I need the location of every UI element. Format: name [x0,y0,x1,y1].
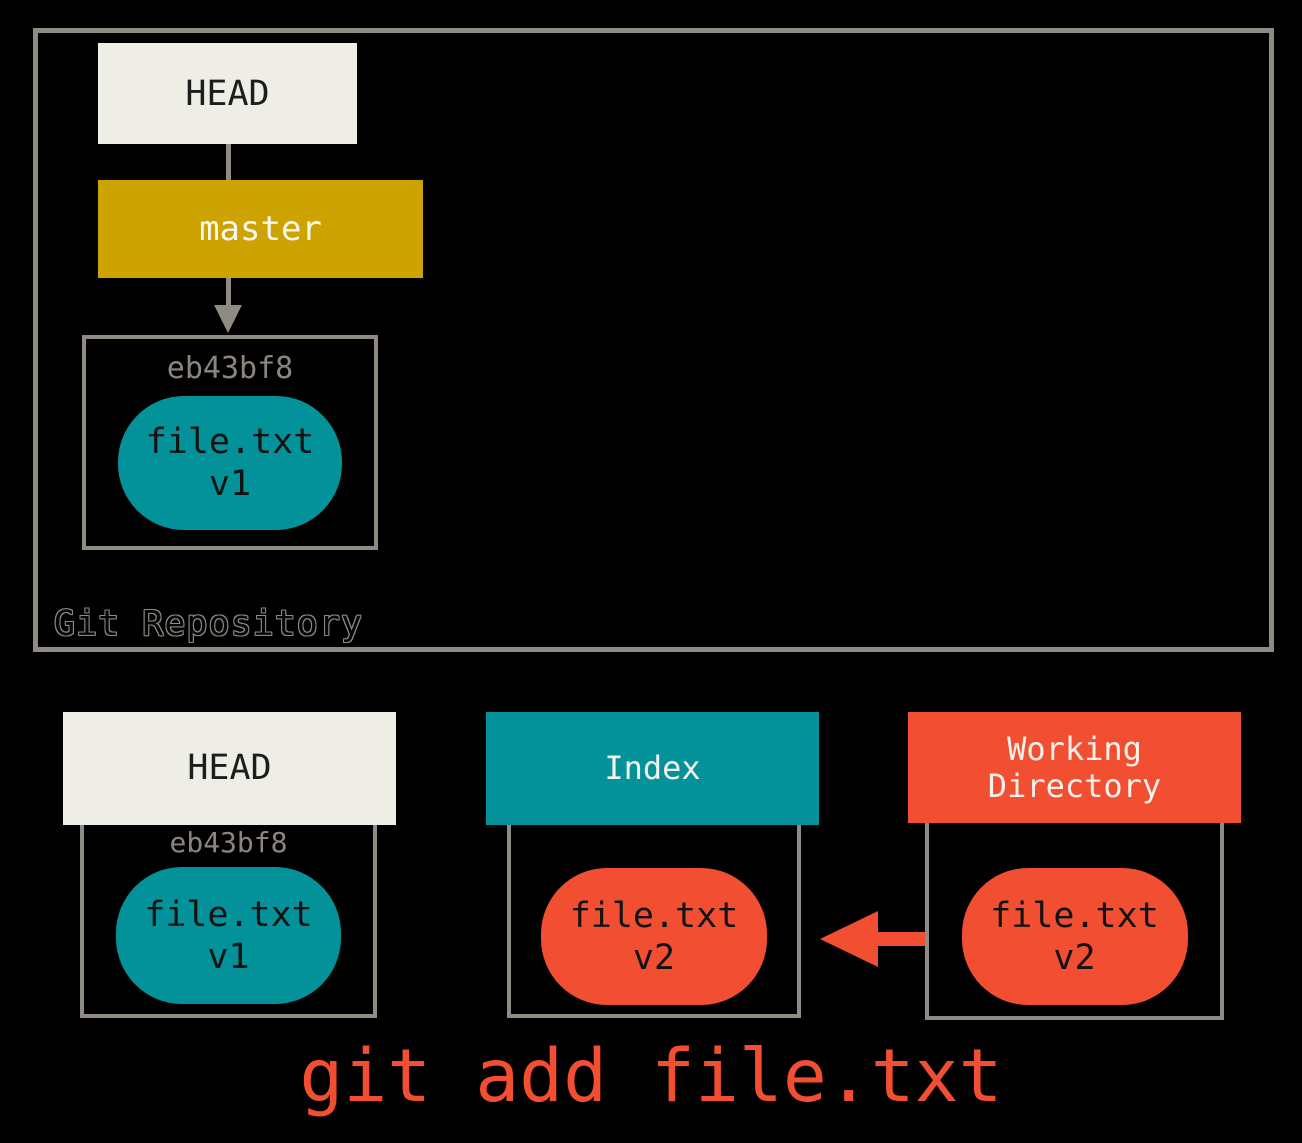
command-caption: git add file.txt [299,1034,1003,1119]
commit-hash: eb43bf8 [166,351,294,386]
head-to-master-connector [226,144,231,180]
commit-file-name: file.txt [145,422,315,462]
master-branch-box: master [98,180,423,278]
commit-file-version: v1 [208,464,252,504]
working-directory-area-box: file.txt v2 [925,818,1224,1020]
index-area-header: Index [486,712,819,825]
git-repository-box [33,28,1274,652]
git-repository-label: Git Repository [54,604,364,644]
index-file-name: file.txt [569,895,739,936]
head-file-version: v1 [207,936,250,977]
git-add-arrow-shaft [876,932,927,946]
working-directory-file-pill: file.txt v2 [961,868,1188,1005]
head-area-title: HEAD [187,748,272,789]
commit-box: eb43bf8 file.txt v1 [82,335,378,550]
master-to-commit-connector [226,278,231,307]
head-ref-box: HEAD [98,43,357,144]
arrow-down-icon [214,305,242,333]
working-directory-area-title: Working Directory [987,729,1162,805]
working-directory-file-version: v2 [1053,937,1096,978]
index-area-title: Index [604,749,701,788]
index-file-version: v2 [632,937,676,978]
head-file-pill: file.txt v1 [116,867,341,1004]
head-area-hash: eb43bf8 [169,826,288,859]
master-branch-label: master [199,209,322,249]
arrow-left-icon [820,911,878,967]
index-file-pill: file.txt v2 [541,868,767,1005]
working-directory-area-header: Working Directory [908,712,1241,823]
head-ref-label: HEAD [185,73,270,114]
head-file-name: file.txt [144,894,313,935]
head-area-box: eb43bf8 file.txt v1 [80,818,377,1018]
head-area-header: HEAD [63,712,396,825]
working-directory-file-name: file.txt [990,895,1159,936]
commit-file-pill: file.txt v1 [118,396,342,530]
index-area-box: file.txt v2 [507,818,801,1018]
